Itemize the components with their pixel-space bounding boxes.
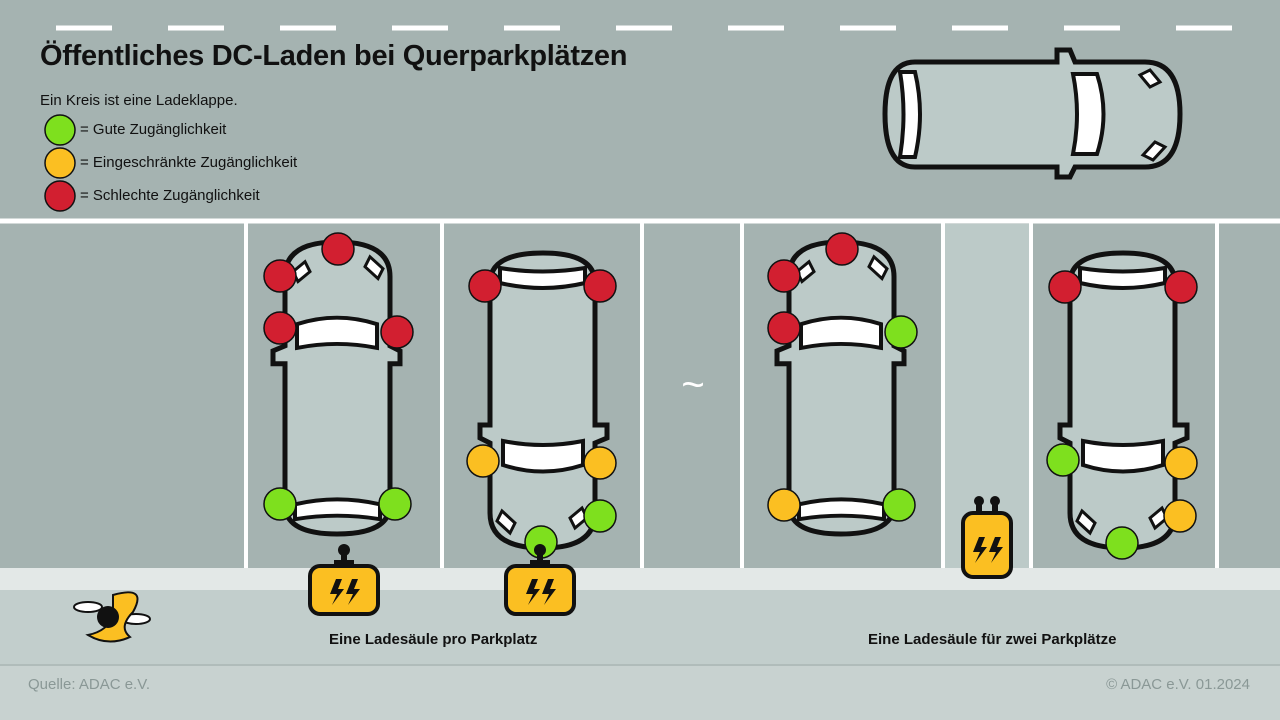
charging-flap-car1-5 xyxy=(263,487,297,521)
charging-flap-car4-2 xyxy=(1164,270,1198,304)
charging-flap-car1-4 xyxy=(380,315,414,349)
charging-flap-car3-3 xyxy=(767,311,801,345)
charging-flap-car1-2 xyxy=(263,259,297,293)
charging-flap-car2-4 xyxy=(583,446,617,480)
charging-flap-car4-3 xyxy=(1046,443,1080,477)
charging-flap-car4-4 xyxy=(1164,446,1198,480)
sidewalk xyxy=(0,590,1280,665)
lane-markings xyxy=(0,25,1280,224)
caption-shared: Eine Ladesäule für zwei Parkplätze xyxy=(868,631,1117,648)
charger-2 xyxy=(504,544,576,616)
copyright: © ADAC e.V. 01.2024 xyxy=(1106,676,1250,693)
curb xyxy=(0,568,1280,590)
legend-poor: = Schlechte Zugänglichkeit xyxy=(80,187,260,204)
separator-tilde: ~ xyxy=(681,363,704,407)
charging-flap-car4-5 xyxy=(1163,499,1197,533)
charging-flap-car2-1 xyxy=(468,269,502,303)
legend-good: = Gute Zugänglichkeit xyxy=(80,121,227,138)
charging-flap-car3-4 xyxy=(884,315,918,349)
charging-flap-car1-1 xyxy=(321,232,355,266)
page-title: Öffentliches DC-Laden bei Querparkplätze… xyxy=(40,40,628,72)
charging-flap-car2-5 xyxy=(583,499,617,533)
bay-lines xyxy=(244,222,1219,568)
charging-flap-car4-1 xyxy=(1048,270,1082,304)
charging-flap-car3-6 xyxy=(882,488,916,522)
charging-flap-car4-6 xyxy=(1105,526,1139,560)
legend-limited: = Eingeschränkte Zugänglichkeit xyxy=(80,154,298,171)
charging-flaps xyxy=(263,232,1198,560)
charging-flap-car3-2 xyxy=(767,259,801,293)
top-car xyxy=(885,50,1180,177)
charging-flap-car1-3 xyxy=(263,311,297,345)
charger-shared xyxy=(961,496,1013,579)
legend-intro: Ein Kreis ist eine Ladeklappe. xyxy=(40,92,238,109)
legend-swatches xyxy=(44,114,76,212)
charging-flap-car3-1 xyxy=(825,232,859,266)
charging-flap-car3-5 xyxy=(767,488,801,522)
source: Quelle: ADAC e.V. xyxy=(28,676,151,693)
caption-one-per-bay: Eine Ladesäule pro Parkplatz xyxy=(329,631,538,648)
charging-flap-car1-6 xyxy=(378,487,412,521)
charging-flap-car2-2 xyxy=(583,269,617,303)
charging-flap-car2-3 xyxy=(466,444,500,478)
pedestrian-icon xyxy=(73,591,151,643)
charger-1 xyxy=(308,544,380,616)
